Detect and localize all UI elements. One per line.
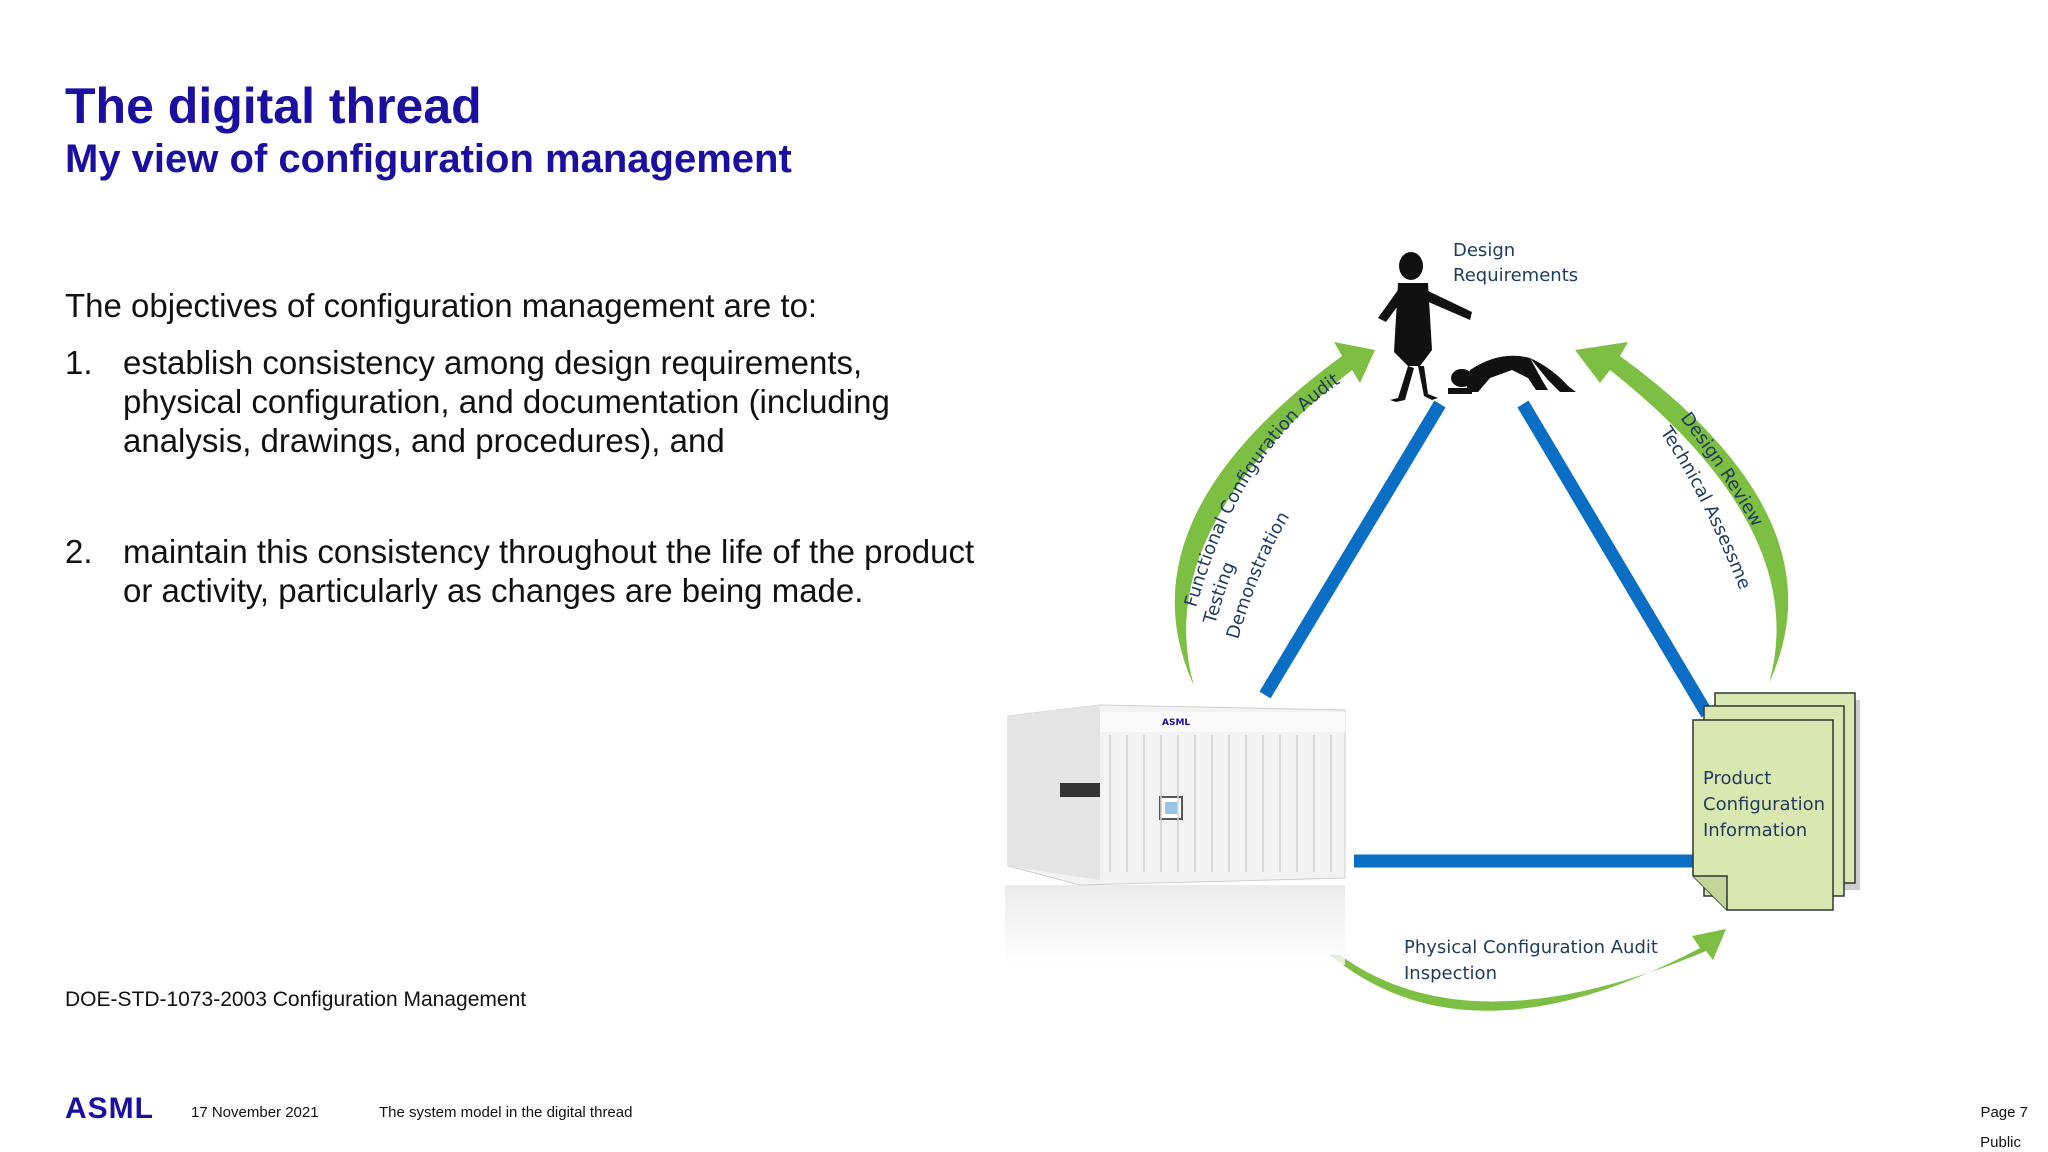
technical-assessment-label: Technical Assessment — [0, 0, 1755, 592]
machine-panel-lines — [1109, 735, 1332, 872]
feedback-arrows — [1174, 342, 1789, 1011]
footer-date: 17 November 2021 — [191, 1104, 319, 1121]
inspection-label: Inspection — [1404, 963, 1497, 984]
objective-number: 1. — [65, 344, 93, 381]
objective-number: 2. — [65, 533, 93, 570]
triangle-right-edge — [1517, 400, 1713, 718]
triangle-left-edge — [1259, 400, 1446, 699]
objectives-intro: The objectives of configuration manageme… — [65, 287, 818, 324]
footer-presentation-title: The system model in the digital thread — [379, 1104, 633, 1121]
authority-figures-icon — [1378, 252, 1576, 402]
asml-logo: ASML — [65, 1092, 157, 1128]
objective-text: establish consistency among design requi… — [123, 344, 890, 459]
document-stack-icon — [1692, 692, 1860, 911]
asml-logo-icon: ASML — [65, 1092, 154, 1125]
classification-label: Public — [1980, 1134, 2021, 1151]
physical-audit-label: Physical Configuration Audit — [1404, 937, 1658, 958]
product-config-label: Information — [1703, 820, 1807, 841]
triangle-edges — [1259, 400, 1713, 868]
design-requirements-label: Requirements — [1453, 265, 1578, 286]
design-requirements-label: Design — [1453, 240, 1515, 261]
objective-text: maintain this consistency throughout the… — [123, 533, 975, 609]
slide-title: The digital thread — [65, 78, 482, 134]
left-curved-arrow — [1174, 342, 1375, 686]
page-number: Page 7 — [1980, 1104, 2028, 1121]
right-curved-arrow — [1575, 342, 1789, 683]
product-config-label: Configuration — [1703, 794, 1825, 815]
product-config-label: Product — [1703, 768, 1771, 789]
svg-text:ASML: ASML — [1162, 718, 1190, 728]
svg-text:ASML: ASML — [65, 1093, 154, 1123]
slide-subtitle: My view of configuration management — [65, 137, 792, 181]
source-reference: DOE-STD-1073-2003 Configuration Manageme… — [65, 988, 527, 1011]
lithography-machine-image: ASML — [1005, 704, 1346, 965]
